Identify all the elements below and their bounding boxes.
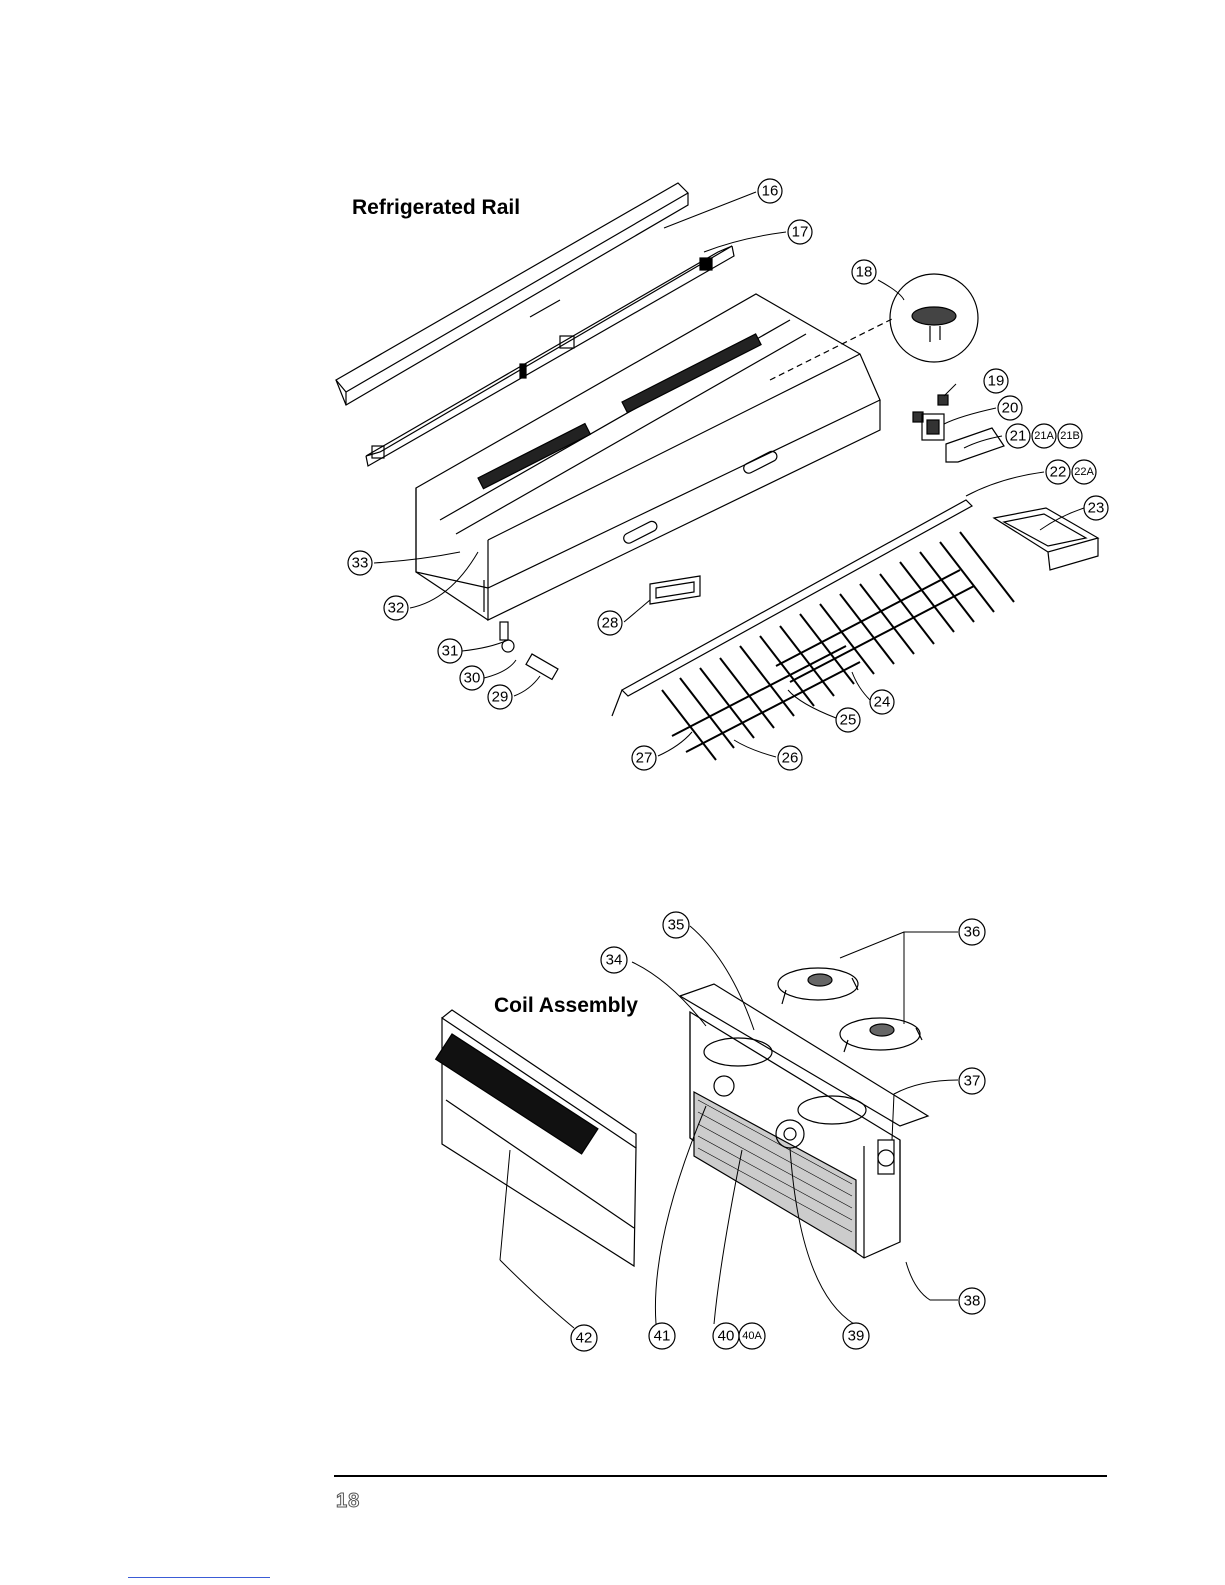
footer-rule	[334, 1475, 1107, 1477]
fan-motors-36	[778, 968, 922, 1052]
tray-28	[650, 576, 700, 604]
callout-32: 32	[388, 600, 405, 617]
callout-26: 26	[782, 750, 799, 767]
callout-25: 25	[840, 712, 857, 729]
rail-body	[416, 294, 880, 620]
callout-36: 36	[964, 924, 981, 941]
callout-30: 30	[464, 670, 481, 687]
callout-40a: 40A	[742, 1330, 762, 1342]
callout-34: 34	[606, 952, 623, 969]
callout-19: 19	[988, 373, 1005, 390]
page-number: 18	[336, 1490, 360, 1513]
callout-41: 41	[654, 1328, 671, 1345]
coil-housing	[680, 984, 928, 1258]
callout-20: 20	[1002, 400, 1019, 417]
callout-39: 39	[848, 1328, 865, 1345]
bottom-link-line	[128, 1577, 270, 1578]
detail-circle-18	[890, 274, 978, 362]
callout-29: 29	[492, 689, 509, 706]
callout-37: 37	[964, 1073, 981, 1090]
callout-33: 33	[352, 555, 369, 572]
callout-35: 35	[668, 917, 685, 934]
callout-21b: 21B	[1060, 430, 1080, 442]
rail-top-panel-17	[366, 246, 734, 466]
callout-31: 31	[442, 643, 459, 660]
callout-24: 24	[874, 694, 891, 711]
callout-17: 17	[792, 224, 809, 241]
callout-21: 21	[1010, 428, 1027, 445]
tray-23	[994, 508, 1098, 570]
callout-18: 18	[856, 264, 873, 281]
callout-22a: 22A	[1074, 466, 1094, 478]
drain-fittings	[500, 622, 558, 679]
callout-22: 22	[1050, 464, 1067, 481]
callout-23: 23	[1088, 500, 1105, 517]
coil-front-panel-42	[436, 1010, 636, 1266]
callout-16: 16	[762, 183, 779, 200]
callout-27: 27	[636, 750, 653, 767]
callout-42: 42	[576, 1330, 593, 1347]
rail-22	[612, 500, 972, 716]
small-parts-19-21	[913, 395, 1004, 462]
callout-28: 28	[602, 615, 619, 632]
callout-21a: 21A	[1034, 430, 1054, 442]
callout-40: 40	[718, 1328, 735, 1345]
callout-38: 38	[964, 1293, 981, 1310]
